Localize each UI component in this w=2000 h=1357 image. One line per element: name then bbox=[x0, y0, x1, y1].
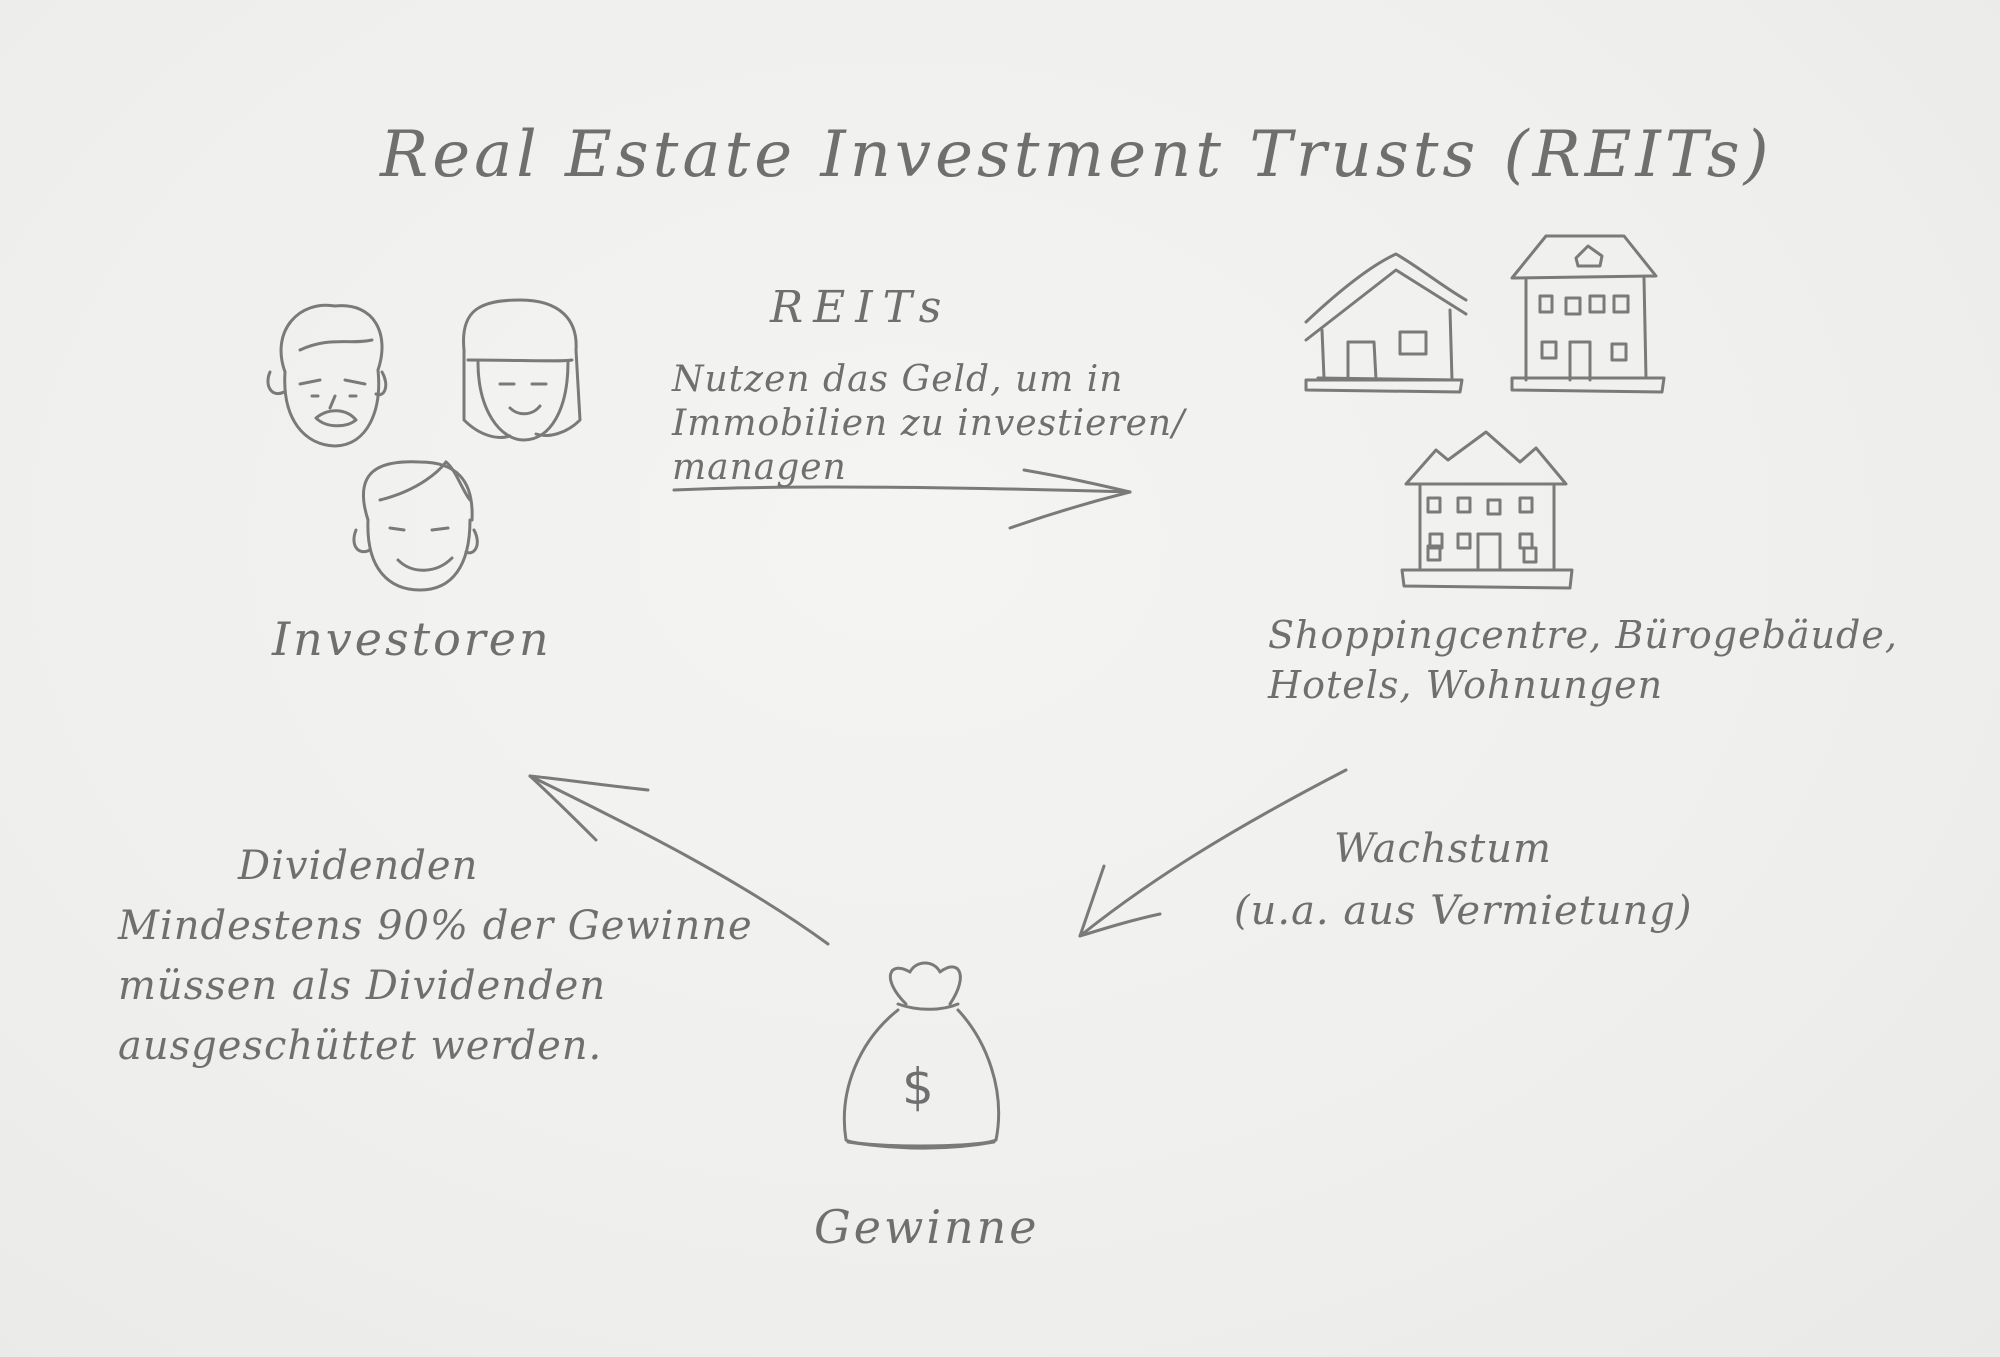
growth-subtitle: (u.a. aus Vermietung) bbox=[1234, 888, 1693, 934]
growth-label: Wachstum (u.a. aus Vermietung) bbox=[1234, 818, 1692, 942]
dividends-arrow bbox=[528, 774, 830, 946]
dollar-symbol: $ bbox=[902, 1058, 934, 1116]
assets-line: Shoppingcentre, Bürogebäude, bbox=[1268, 613, 1898, 657]
dividends-label: Dividenden Mindestens 90% der Gewinne mü… bbox=[118, 836, 753, 1076]
dividends-line: ausgeschüttet werden. bbox=[118, 1023, 603, 1069]
dividends-line: Mindestens 90% der Gewinne bbox=[118, 903, 753, 949]
investor-man-icon bbox=[266, 303, 388, 448]
investors-label: Investoren bbox=[272, 612, 552, 666]
apartment-building-icon bbox=[1400, 430, 1574, 590]
reits-arrow bbox=[672, 468, 1132, 530]
investor-woman-icon bbox=[462, 298, 582, 442]
diagram-title: Real Estate Investment Trusts (REITs) bbox=[380, 118, 1773, 192]
investor-child-icon bbox=[352, 460, 479, 592]
money-bag-icon bbox=[842, 961, 1001, 1150]
reits-label: REITs bbox=[770, 282, 952, 333]
assets-line: Hotels, Wohnungen bbox=[1268, 663, 1664, 707]
reits-description-line: Nutzen das Geld, um in bbox=[672, 359, 1124, 400]
dividends-title: Dividenden bbox=[238, 843, 479, 889]
growth-title: Wachstum bbox=[1334, 826, 1552, 872]
assets-label: Shoppingcentre, Bürogebäude, Hotels, Woh… bbox=[1268, 610, 1898, 710]
reits-description: Nutzen das Geld, um in Immobilien zu inv… bbox=[672, 358, 1185, 490]
townhouse-icon bbox=[1510, 234, 1666, 394]
house-icon bbox=[1304, 252, 1468, 394]
profits-label: Gewinne bbox=[814, 1200, 1040, 1254]
dividends-line: müssen als Dividenden bbox=[118, 963, 607, 1009]
reits-description-line: Immobilien zu investieren/ bbox=[672, 403, 1186, 444]
reits-description-line: managen bbox=[672, 447, 847, 488]
growth-arrow bbox=[1078, 768, 1348, 938]
